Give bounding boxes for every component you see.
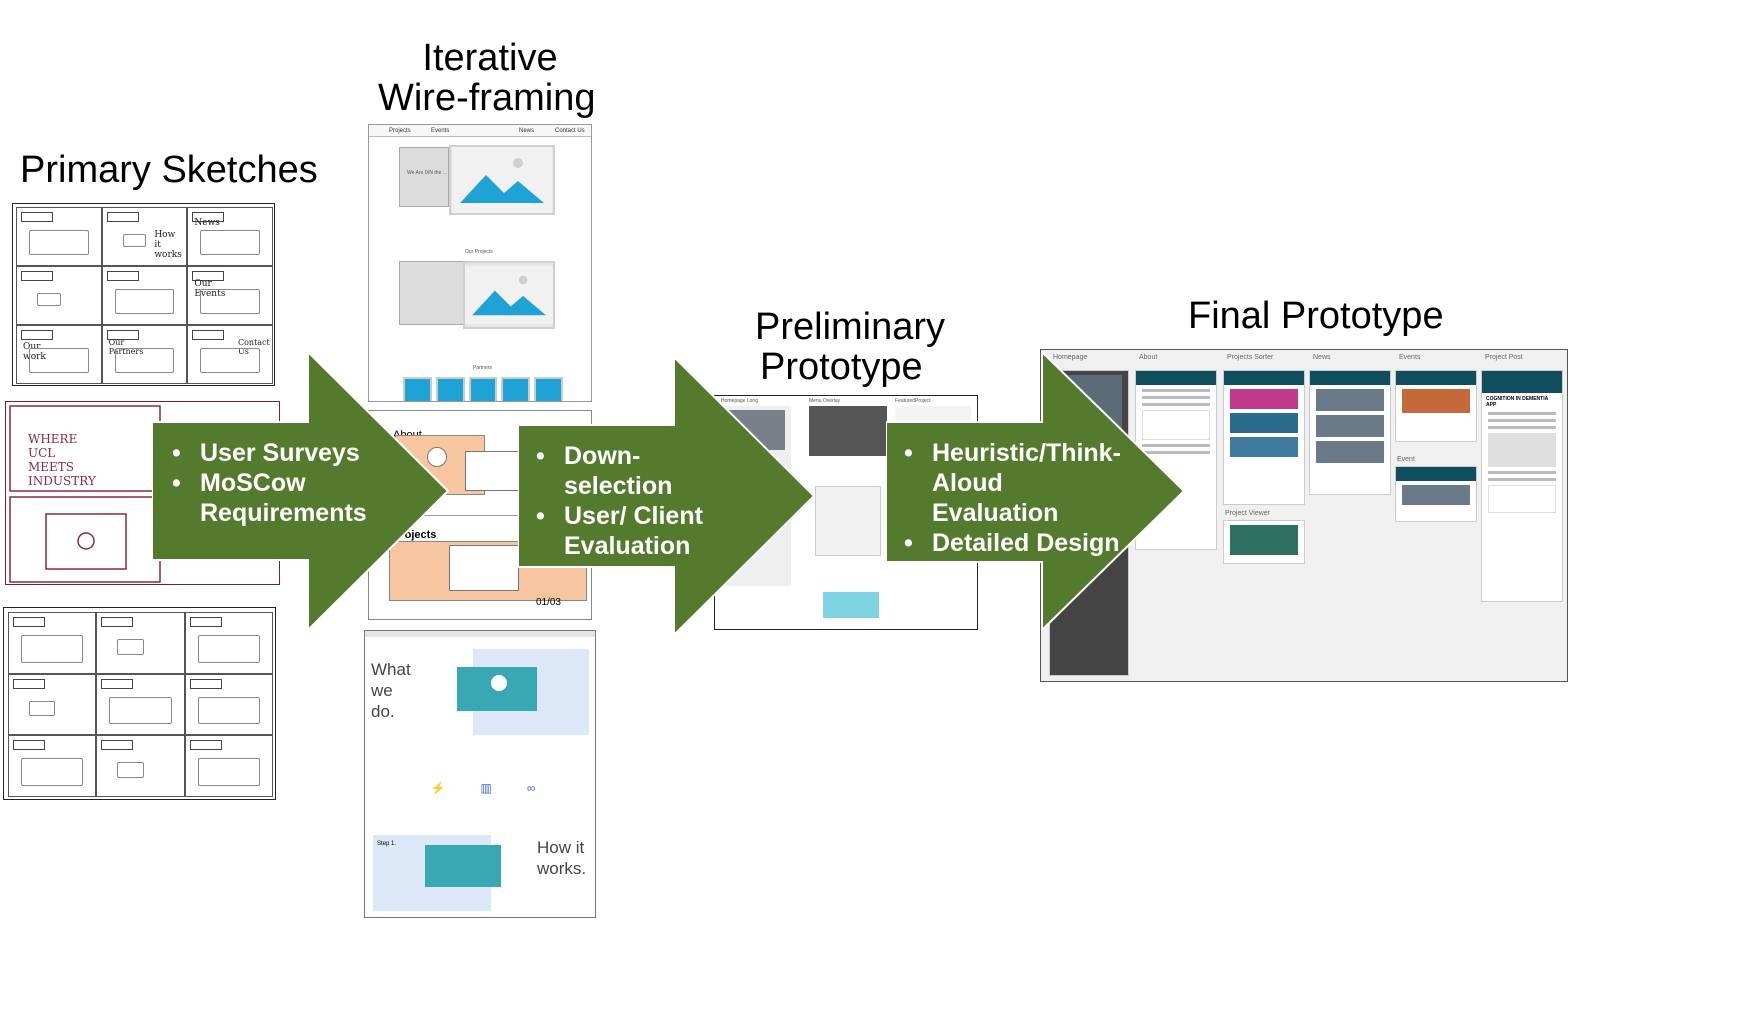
fp-project-post: COGNITION IN DEMENTIA APP (1481, 370, 1563, 602)
fp-cognition-title: COGNITION IN DEMENTIA APP (1486, 396, 1549, 408)
iterative-wireframing-title-line2: Wire-framing (378, 77, 596, 119)
wf-page-counter: 01/03 (535, 597, 561, 608)
lightning-icon: ⚡ (430, 781, 446, 795)
arrow-3-item-1: Heuristic/Think-Aloud Evaluation (896, 438, 1126, 528)
wf-image-placeholder-icon (449, 145, 555, 215)
sketch-cell (8, 612, 97, 674)
arrow-2-item-2: User/ Client Evaluation (528, 501, 748, 561)
prelim-featured-project: FeaturedProject (895, 398, 931, 404)
arrow-2-item-1: Down-selection (528, 441, 748, 501)
wf-we-are: We Are IXN the ... (407, 170, 447, 176)
sketch-cell: News (187, 207, 273, 266)
fp-projects-sorter (1223, 370, 1305, 505)
sketch-cell (16, 266, 102, 325)
wf-step: Step 1. (377, 841, 397, 847)
fp-event (1395, 466, 1477, 522)
final-prototype-title: Final Prototype (1188, 295, 1444, 337)
sketch-cell (101, 266, 188, 325)
arrow-3-item-2: Detailed Design (896, 528, 1126, 558)
sketch-our-events: Our Events (194, 279, 226, 299)
prelim-homepage-long: Homepage Long (721, 398, 758, 404)
primary-sketches-title: Primary Sketches (20, 149, 318, 191)
wireframe-what-we-do: What we do. ⚡ ▥ ∞ Step 1. How it works. (364, 630, 596, 918)
sketch-cell: Contact Us (187, 325, 273, 384)
sketch-panel-3 (3, 607, 276, 800)
fp-project-viewer (1223, 520, 1305, 564)
wf-tab-contact: Contact Us (555, 128, 585, 134)
sketch-cell (184, 673, 273, 736)
sketch-cell (8, 735, 97, 797)
play-icon (491, 675, 507, 691)
sketch-cell: Our Partners (101, 325, 188, 384)
sketch-cell (184, 612, 273, 674)
fp-label-events: Events (1399, 354, 1421, 361)
wf-tab-projects: Projects (389, 128, 411, 134)
arrow-1-item-1: User Surveys (164, 438, 384, 468)
fp-news (1309, 370, 1391, 495)
wf-what-we-do-text: What we do. (371, 660, 411, 721)
process-arrow-3: Heuristic/Think-Aloud Evaluation Detaile… (886, 350, 1186, 632)
fp-label-homepage: Homepage (1053, 354, 1088, 361)
fp-label-news: News (1313, 354, 1331, 361)
fp-label-about: About (1139, 354, 1158, 361)
fp-events (1395, 370, 1477, 442)
arrow-3-text: Heuristic/Think-Aloud Evaluation Detaile… (896, 438, 1126, 558)
sketch-cell: Our work (16, 325, 102, 384)
wf-tab-events: Events (431, 128, 450, 134)
fp-label-project-post: Project Post (1485, 354, 1523, 361)
sketch-how-it-works: How it works (154, 230, 182, 260)
process-arrow-1: User Surveys MoSCow Requirements (152, 350, 450, 632)
process-arrow-2: Down-selection User/ Client Evaluation (518, 355, 816, 637)
sketch-cell (16, 207, 102, 266)
wf-how-it-works-text: How it works. (537, 838, 587, 878)
sketch-cell (96, 673, 185, 736)
sketch-news: News (194, 218, 220, 228)
fp-label-project-viewer: Project Viewer (1225, 510, 1271, 517)
wf-our-projects: Our Projects (465, 249, 493, 255)
sketch-panel-1: How it works News Our Events Our work Ou… (12, 203, 275, 386)
sketch-cell (184, 735, 273, 797)
preliminary-prototype-title-line1: Preliminary (755, 306, 946, 348)
link-icon: ∞ (526, 781, 536, 795)
sketch-our-work: Our work (23, 342, 46, 362)
wf-image-placeholder-icon (463, 261, 555, 329)
sketch-cell (96, 612, 185, 674)
sketch-cell (96, 735, 185, 797)
wf-avatar-icon (427, 447, 447, 467)
iterative-wireframing-title-line1: Iterative (422, 37, 558, 79)
chart-icon: ▥ (480, 781, 492, 795)
arrow-1-item-2: MoSCow Requirements (164, 468, 384, 528)
sketch-our-partners: Our Partners (108, 338, 144, 356)
wf-partners: Partners (473, 365, 492, 371)
final-prototype-panel: Homepage About Projects Sorter News Even… (1040, 349, 1568, 682)
sketch-cell: How it works (101, 207, 188, 266)
wf-tab-news: News (519, 128, 535, 134)
prelim-menu-overlay: Menu Overlay (809, 398, 841, 404)
fp-label-projects-sorter: Projects Sorter (1227, 354, 1274, 361)
arrow-1-text: User Surveys MoSCow Requirements (164, 438, 384, 528)
wireframe-homepage: Projects Events News Contact Us We Are I… (368, 124, 592, 402)
sketch-cell: Our Events (187, 266, 273, 325)
arrow-2-text: Down-selection User/ Client Evaluation (528, 441, 748, 561)
sketch-cell (8, 673, 97, 736)
sketch-where-ucl-meets-industry: WHERE UCL MEETS INDUSTRY (28, 432, 96, 488)
preliminary-prototype-title-line2: Prototype (760, 346, 923, 388)
fp-label-event: Event (1397, 456, 1415, 463)
